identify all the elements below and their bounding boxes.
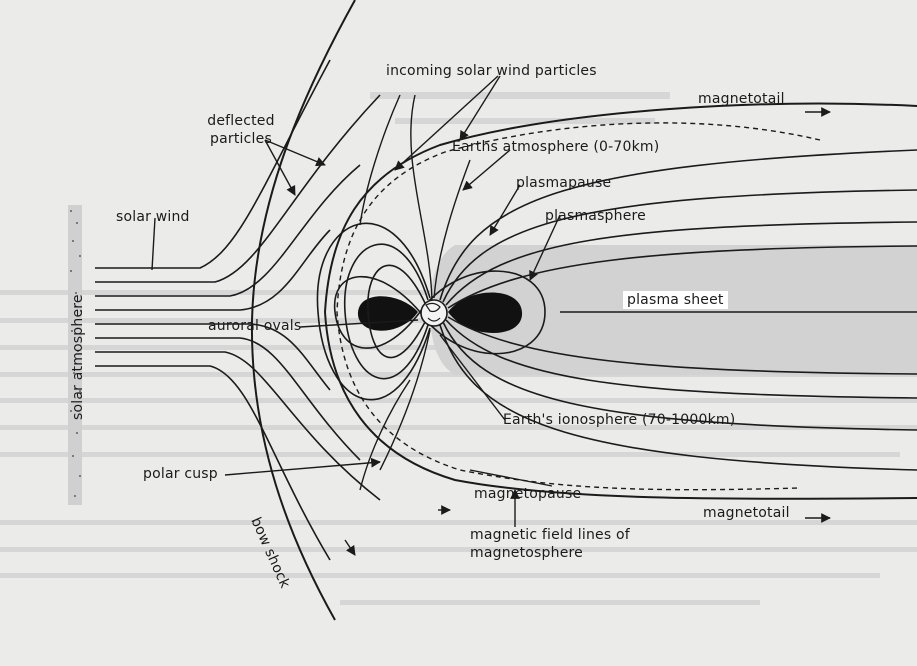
label-solar-wind: solar wind <box>116 209 190 225</box>
magnetopause-boundary <box>323 102 917 500</box>
label-solar-atmosphere: solar atmosphere <box>70 294 86 420</box>
label-plasma-sheet: plasma sheet <box>623 291 728 309</box>
label-polar-cusp: polar cusp <box>143 466 218 482</box>
label-magnetopause: magnetopause <box>474 486 582 502</box>
label-earths-atmosphere: Earths atmosphere (0-70km) <box>452 139 660 155</box>
label-leaders <box>151 75 831 556</box>
plasmasphere-outline <box>419 270 546 355</box>
magnetopause-dashed <box>336 122 821 491</box>
label-plasmasphere: plasmasphere <box>545 208 646 224</box>
plasma-sheet-region <box>430 245 917 375</box>
label-incoming-solar-wind: incoming solar wind particles <box>386 63 597 79</box>
label-plasmapause: plasmapause <box>516 175 612 191</box>
label-auroral-ovals: auroral ovals <box>208 318 302 334</box>
solar-atmosphere-band <box>68 205 82 505</box>
label-deflected-particles: deflected particles <box>207 113 275 147</box>
solar-wind-streamlines <box>95 59 381 561</box>
cusp-particle-paths <box>359 94 471 491</box>
tail-field-lines <box>439 149 917 471</box>
label-magnetotail-bottom: magnetotail <box>703 505 790 521</box>
bow-shock-curve <box>250 0 356 621</box>
label-magnetic-field-lines: magnetic field lines of magnetosphere <box>470 527 630 561</box>
earth-continents <box>425 302 441 322</box>
label-magnetotail-top: magnetotail <box>698 91 785 107</box>
label-earths-ionosphere: Earth's ionosphere (70-1000km) <box>503 412 736 428</box>
inner-loop-left <box>333 275 421 349</box>
dayside-field-lines <box>316 222 431 401</box>
